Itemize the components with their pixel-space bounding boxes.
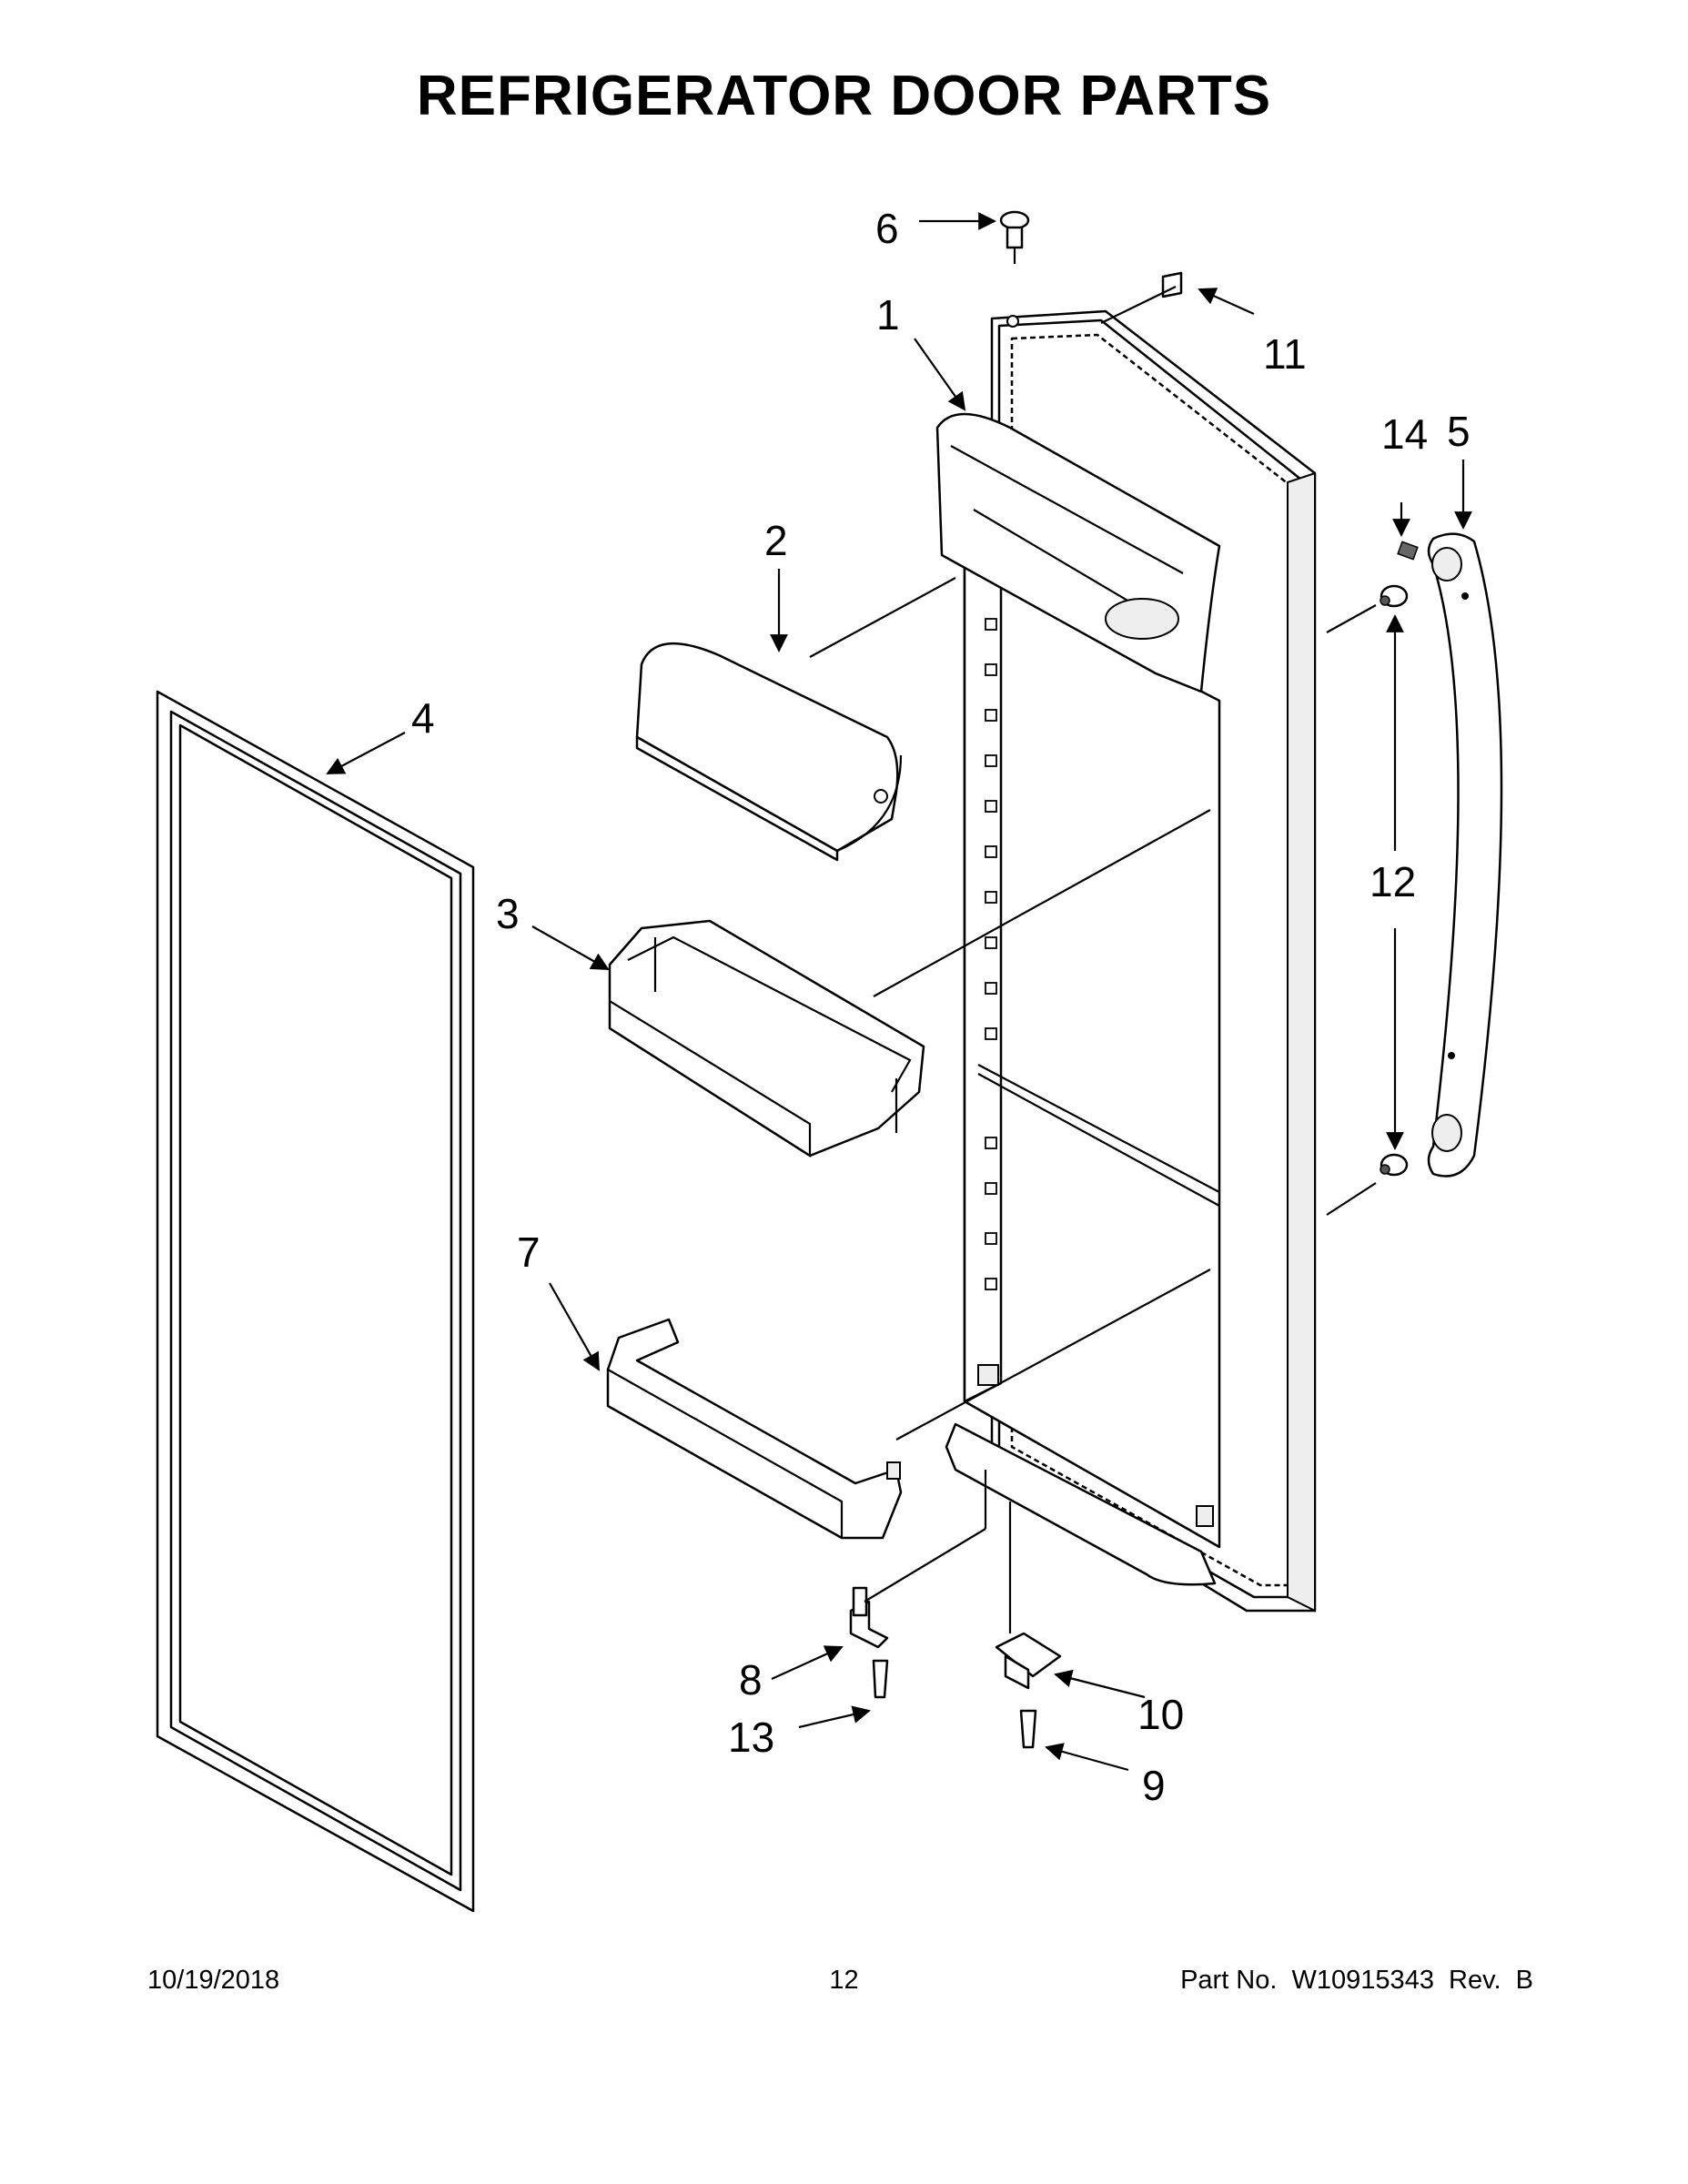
hinge-parts-drawing [849, 1586, 1062, 1749]
callout-9: 9 [1142, 1762, 1166, 1809]
footer-page-number: 12 [829, 1966, 859, 1995]
footer-date: 10/19/2018 [147, 1966, 280, 1995]
callout-5: 5 [1447, 408, 1471, 455]
handle-studs-drawing [1380, 541, 1419, 1177]
page-title: REFRIGERATOR DOOR PARTS [416, 65, 1272, 127]
shelf-rail-drawing [606, 1318, 903, 1540]
callout-11: 11 [1263, 330, 1307, 378]
handle-drawing [1427, 532, 1503, 1178]
callout-12: 12 [1370, 858, 1416, 905]
door-bin-drawing [608, 919, 925, 1158]
footer-part-number: Part No. W10915343 Rev. B [1180, 1966, 1533, 1995]
door-liner-drawing [935, 309, 1317, 1613]
callout-8: 8 [739, 1656, 763, 1704]
callout-13: 13 [728, 1714, 774, 1761]
callout-labels: 6 1 11 14 5 2 4 12 3 7 8 10 13 9 [411, 205, 1471, 1809]
dairy-bin-drawing [635, 642, 903, 862]
callout-4: 4 [411, 694, 435, 742]
callout-6: 6 [875, 205, 899, 252]
callout-2: 2 [764, 517, 788, 564]
label-tab-drawing [1161, 271, 1183, 298]
closer-cam-drawing [999, 210, 1030, 328]
callout-10: 10 [1137, 1691, 1184, 1738]
callout-1: 1 [876, 291, 900, 339]
callout-14: 14 [1381, 410, 1428, 458]
door-gasket-drawing [156, 690, 475, 1913]
callout-7: 7 [517, 1228, 541, 1276]
callout-3: 3 [496, 890, 520, 937]
leader-lines [326, 212, 1472, 1772]
